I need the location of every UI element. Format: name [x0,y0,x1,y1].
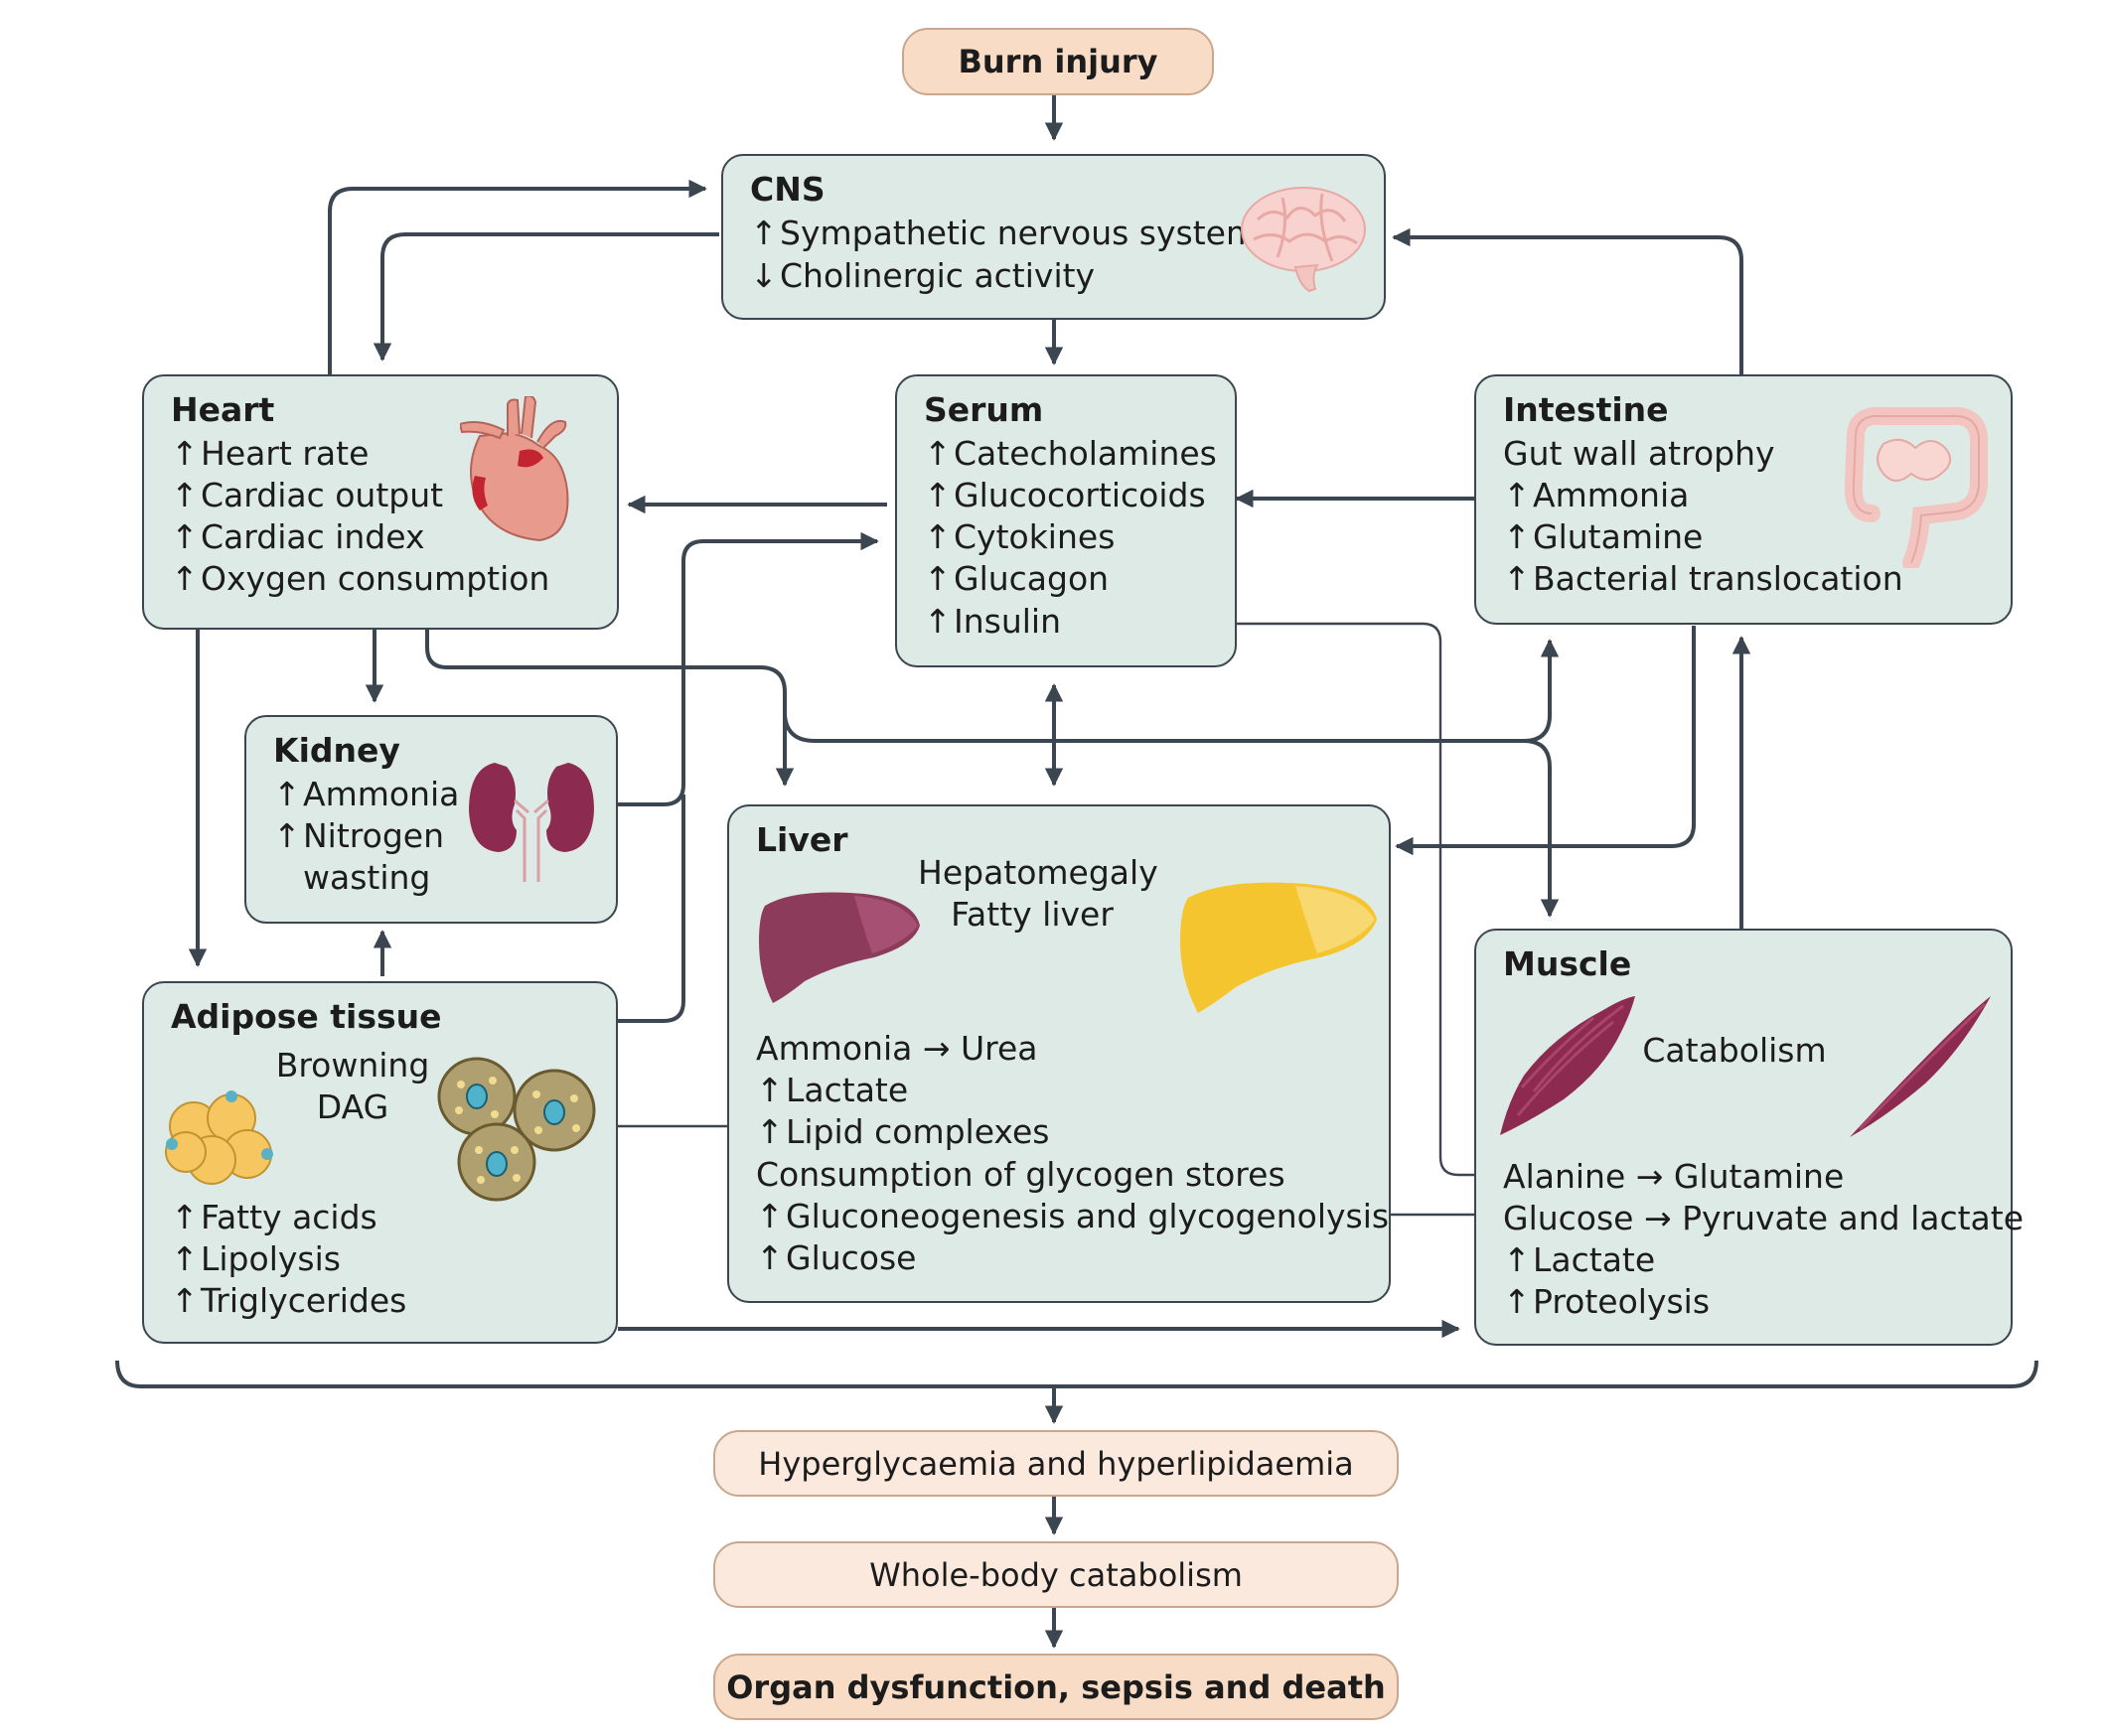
liver-line-3: ↑Lipid complexes [756,1112,1050,1151]
liver-line-6: ↑Glucose [756,1238,917,1277]
adipose-mid-2: DAG [316,1087,389,1126]
white-fat-icon [165,1090,273,1185]
muscle-line-1: Alanine → Glutamine [1503,1157,1845,1196]
serum-line-1: ↑Catecholamines [924,434,1217,473]
kidney-box: Kidney ↑Ammonia ↑Nitrogen wasting [244,715,618,924]
outcome-organ-dysfunction: Organ dysfunction, sepsis and death [713,1654,1399,1720]
cns-box: CNS ↑Sympathetic nervous system ↓Choline… [721,154,1386,320]
down-arrow-icon: ↓ [750,256,778,295]
muscle-line-3: ↑Lactate [1503,1240,1656,1279]
heart-line-1: ↑Heart rate [171,434,370,473]
serum-title: Serum [924,390,1044,429]
adipose-box: Adipose tissue Browning DAG ↑Fatty acids… [142,981,618,1344]
liver-line-2: ↑Lactate [756,1071,909,1109]
cns-line-1: ↑Sympathetic nervous system [750,214,1259,252]
cns-line-2: ↓Cholinergic activity [750,256,1096,295]
liver-line-1: Ammonia → Urea [756,1029,1038,1068]
intestine-line-3: ↑Bacterial translocation [1503,559,1903,598]
adipose-line-1: ↑Fatty acids [171,1198,377,1236]
muscle-title: Muscle [1503,944,1632,983]
liver-title: Liver [756,820,848,859]
adipose-mid-1: Browning [275,1046,430,1085]
outcome-catabolism: Whole-body catabolism [713,1541,1399,1608]
serum-line-3: ↑Cytokines [924,517,1116,556]
kidney-line-2: ↑Nitrogen [273,816,444,855]
heart-line-4: ↑Oxygen consumption [171,559,550,598]
liver-mid-1: Hepatomegaly [918,853,1158,892]
heart-box: Heart ↑Heart rate ↑Cardiac output ↑Cardi… [142,374,619,630]
kidney-title: Kidney [273,731,400,770]
kidney-icon [469,763,594,882]
fat-cell-icon [437,1057,596,1202]
burn-injury-node: Burn injury [902,28,1214,95]
muscle-line-2: Glucose → Pyruvate and lactate [1503,1199,2025,1237]
adipose-line-2: ↑Lipolysis [171,1239,341,1278]
muscle-box: Muscle Catabolism Alanine → Glutamine Gl… [1474,929,2024,1346]
intestine-line-0: Gut wall atrophy [1503,434,1775,473]
liver-mid-2: Fatty liver [951,895,1114,934]
heart-line-3: ↑Cardiac index [171,517,425,556]
muscle-line-4: ↑Proteolysis [1503,1282,1711,1321]
muscle-mid: Catabolism [1642,1031,1827,1070]
brain-icon [1241,187,1366,293]
intestine-line-2: ↑Glutamine [1503,517,1704,556]
liver-box: Liver Hepatomegaly Fatty liver Ammonia →… [727,804,1391,1303]
heart-icon [460,396,569,542]
outcome-hyperglycaemia: Hyperglycaemia and hyperlipidaemia [713,1430,1399,1497]
intestine-icon [1844,406,1988,568]
serum-line-2: ↑Glucocorticoids [924,476,1206,514]
liver-icon [759,892,920,1003]
serum-line-4: ↑Glucagon [924,559,1110,598]
liver-line-4: Consumption of glycogen stores [756,1155,1285,1194]
serum-line-5: ↑Insulin [924,602,1062,641]
intestine-line-1: ↑Ammonia [1503,476,1690,514]
kidney-line-3: wasting [303,858,431,897]
up-arrow-icon: ↑ [750,214,778,252]
liver-line-5: ↑Gluconeogenesis and glycogenolysis [756,1197,1390,1235]
kidney-line-1: ↑Ammonia [273,775,460,813]
serum-box: Serum ↑Catecholamines ↑Glucocorticoids ↑… [895,374,1237,667]
muscle-icon [1500,996,1635,1135]
adipose-line-3: ↑Triglycerides [171,1281,407,1320]
cns-title: CNS [750,170,826,209]
heart-line-2: ↑Cardiac output [171,476,444,514]
heart-title: Heart [171,390,275,429]
adipose-title: Adipose tissue [171,997,442,1036]
fatty-liver-icon [1180,882,1377,1013]
atrophied-muscle-icon [1850,996,1991,1137]
intestine-title: Intestine [1503,390,1669,429]
intestine-box: Intestine Gut wall atrophy ↑Ammonia ↑Glu… [1474,374,2013,625]
